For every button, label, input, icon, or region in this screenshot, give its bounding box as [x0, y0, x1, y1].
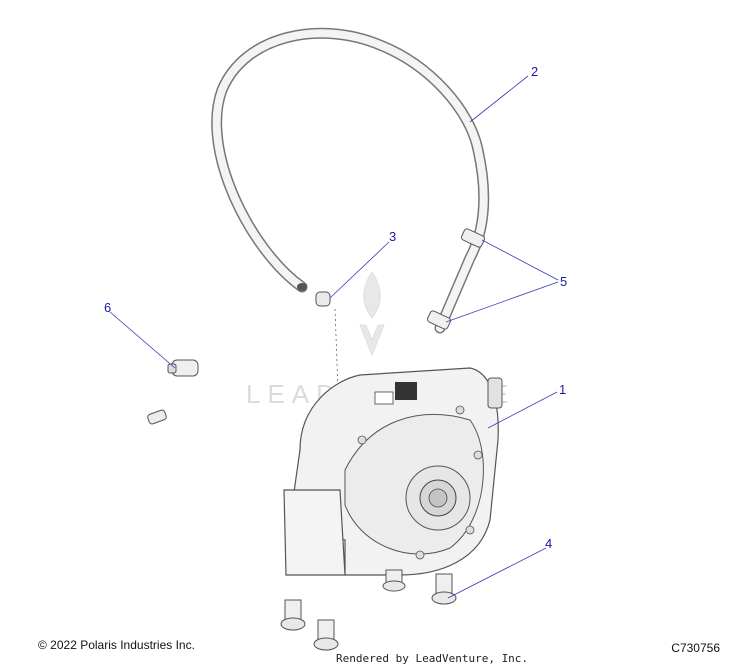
- copyright-text: © 2022 Polaris Industries Inc.: [38, 638, 195, 652]
- callout-3[interactable]: 3: [389, 229, 396, 244]
- mounting-bolt-2[interactable]: [431, 573, 457, 605]
- leader-6: [109, 311, 176, 369]
- watermark-flame-logo: [359, 271, 385, 357]
- leader-1: [487, 391, 558, 429]
- gearcase-assembly[interactable]: [147, 367, 503, 576]
- vent-hose[interactable]: [211, 27, 490, 334]
- callout-4[interactable]: 4: [545, 536, 552, 551]
- leader-2: [469, 75, 529, 123]
- hose-fitting[interactable]: [315, 291, 339, 391]
- leader-5b: [445, 281, 559, 323]
- mounting-bolt-1[interactable]: [382, 569, 406, 592]
- mounting-bolt-3[interactable]: [280, 599, 306, 631]
- catalog-id: C730756: [671, 641, 720, 655]
- leader-5a: [481, 239, 559, 281]
- hose-clamp-upper[interactable]: [460, 228, 486, 248]
- callout-5[interactable]: 5: [560, 274, 567, 289]
- leader-3: [329, 241, 390, 299]
- hose-clamp-lower[interactable]: [426, 310, 452, 330]
- mounting-bolt-4[interactable]: [313, 619, 339, 651]
- callout-1[interactable]: 1: [559, 382, 566, 397]
- leader-4: [447, 547, 547, 599]
- callout-2[interactable]: 2: [531, 64, 538, 79]
- callout-6[interactable]: 6: [104, 300, 111, 315]
- sensor-switch[interactable]: [167, 359, 199, 377]
- rendered-by-text: Rendered by LeadVenture, Inc.: [336, 652, 529, 665]
- leader-lines: [109, 75, 559, 599]
